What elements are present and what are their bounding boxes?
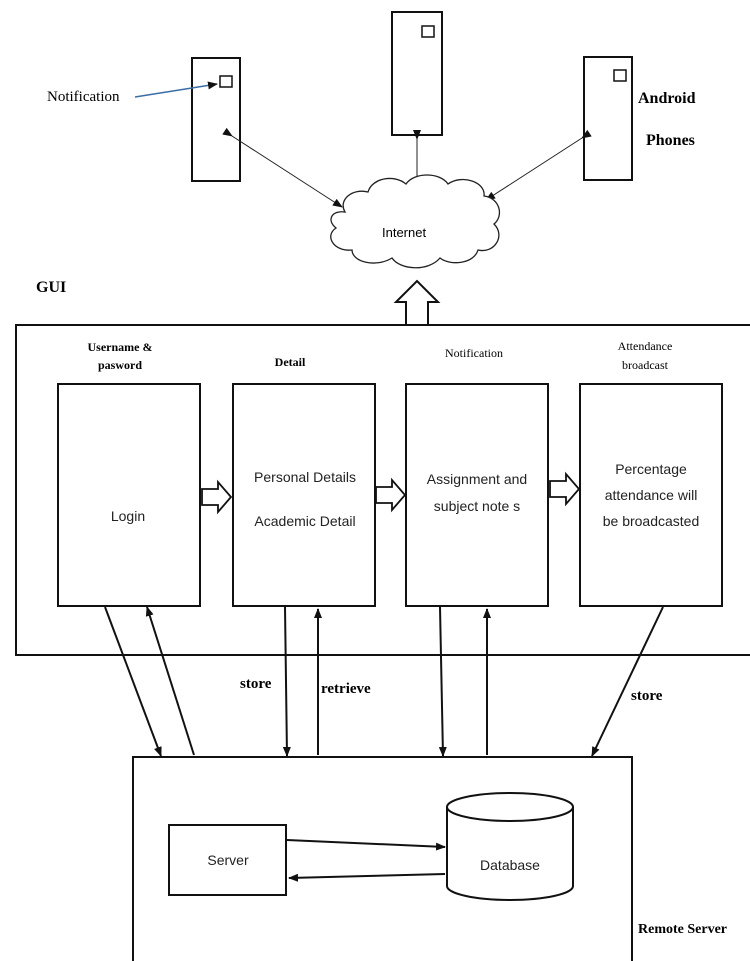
internet-label: Internet (382, 225, 426, 240)
phone-left (191, 57, 241, 182)
database-cylinder-icon (446, 792, 574, 901)
detail-store-arrow (282, 606, 291, 757)
database-label: Database (480, 857, 540, 873)
phone-right-internet-arrow (485, 129, 592, 201)
notification-body-line2: subject note s (434, 498, 520, 514)
gui-internet-hollow-arrow (393, 279, 441, 326)
android-label: Android (638, 90, 696, 107)
remote-server-label: Remote Server (638, 922, 727, 937)
notification-header: Notification (445, 346, 503, 360)
detail-body-line2: Academic Detail (254, 513, 355, 529)
attendance-body-line3: be broadcasted (603, 513, 700, 529)
notification-body-line1: Assignment and (427, 471, 527, 487)
phone-center (391, 11, 443, 136)
database-to-server-arrow (288, 873, 446, 882)
attendance-body-line2: attendance will (605, 487, 698, 503)
gui-label: GUI (36, 279, 66, 296)
retrieve-label: retrieve (321, 681, 371, 697)
server-to-database-arrow (286, 839, 446, 851)
gui-container (15, 324, 750, 656)
notification-module-box (405, 383, 549, 607)
flow-arrow-2 (375, 477, 407, 513)
phones-label: Phones (646, 132, 695, 149)
server-box (168, 824, 287, 896)
server-label: Server (207, 852, 249, 868)
detail-body-line1: Personal Details (254, 469, 356, 485)
phone-left-internet-arrow (222, 127, 343, 208)
attendance-header-line1: Attendance (618, 339, 673, 353)
notification-indicator-icon (219, 75, 233, 88)
attendance-body-line1: Percentage (615, 461, 687, 477)
store-label-left: store (240, 676, 272, 692)
login-header-line2: pasword (98, 358, 142, 372)
detail-module-box (232, 383, 376, 607)
notification-store-arrow (438, 606, 447, 757)
login-module-box (57, 383, 201, 607)
attendance-store-arrow (591, 606, 664, 757)
login-body: Login (111, 508, 145, 524)
internet-cloud-icon (330, 174, 501, 269)
remote-server-container (132, 756, 633, 961)
attendance-header-line2: broadcast (622, 358, 669, 372)
server-to-login-arrow (145, 606, 195, 756)
login-to-server-arrow (104, 606, 162, 757)
notification-pointer-label: Notification (47, 89, 120, 105)
attendance-module-box (579, 383, 723, 607)
detail-header: Detail (275, 355, 306, 369)
notification-pointer-arrow (134, 81, 218, 98)
flow-arrow-1 (201, 479, 233, 515)
login-header-line1: Username & (88, 340, 153, 354)
phone-right (583, 56, 633, 181)
store-label-right: store (631, 688, 663, 704)
flow-arrow-3 (549, 471, 581, 507)
